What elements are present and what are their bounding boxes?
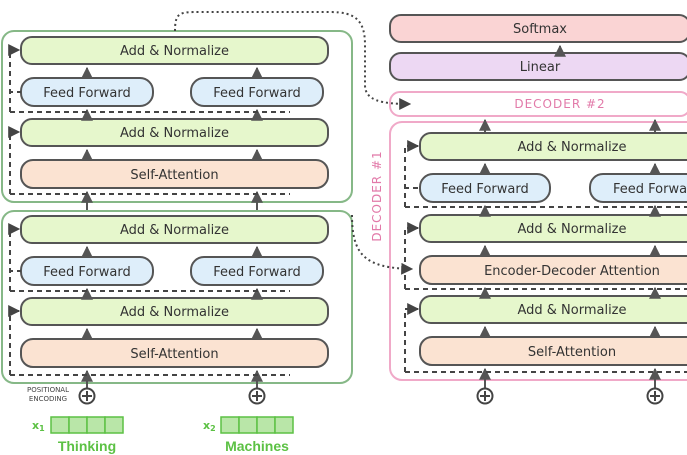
encoder-2-self-attention-label: Self-Attention [130,168,218,183]
encoder-1-residuals [8,223,290,376]
decoder-1-container [389,121,687,381]
encoder-2-self-attention [20,159,329,189]
encoder-2-residuals [8,44,290,195]
encoder-1-self-attention-label: Self-Attention [130,347,218,362]
encoder-1-add-normalize-mid-label: Add & Normalize [120,305,229,320]
decoder-1-self-attention-label: Self-Attention [528,345,616,360]
encoder-1-container [1,210,353,384]
encoder-2-add-normalize-mid-label: Add & Normalize [120,126,229,141]
decoder-positional-left [476,387,494,405]
decoder-1-encoder-decoder-attention [419,255,687,285]
encoder-1-self-attention [20,338,329,368]
decoder-1-label: DECODER #1 [370,150,384,241]
decoder-1-add-normalize-1-label: Add & Normalize [517,303,626,318]
encoder-2-feed-forward-right-label: Feed Forward [213,86,300,101]
decoder-1-add-normalize-2 [419,214,687,243]
encoder-1-add-normalize-top-label: Add & Normalize [120,223,229,238]
linear-box [389,52,687,81]
positional-encoding-right [248,387,266,405]
positional-encoding-label-2: ENCODING [29,395,67,403]
decoder-1-feed-forward-left-label: Feed Forward [441,182,528,197]
softmax-label: Softmax [513,22,567,37]
encoder-1-add-normalize-top [20,215,329,244]
encoder-2-add-normalize-mid [20,118,329,147]
x2-word: Machines [225,438,289,454]
encoder-1-feed-forward-right-label: Feed Forward [213,265,300,280]
encoder-2-feed-forward-left-label: Feed Forward [43,86,130,101]
decoder-positional-right [646,387,664,405]
decoder-1-self-attention [419,336,687,366]
x1-symbol: x1 [32,419,45,433]
encoder-2-add-normalize-top [20,36,329,65]
encoder-2-add-normalize-top-label: Add & Normalize [120,44,229,59]
decoder-1-add-normalize-top-label: Add & Normalize [517,140,626,155]
decoder-1-add-normalize-1 [419,295,687,324]
decoder-1-add-normalize-top [419,132,687,161]
decoder-1-add-normalize-2-label: Add & Normalize [517,222,626,237]
x2-embedding-vector [220,416,294,434]
decoder-1-arrows [479,118,661,388]
positional-encoding-label-1: POSITIONAL [27,386,69,394]
linear-label: Linear [520,60,561,75]
x2-symbol: x2 [203,419,216,433]
decoder-1-feed-forward-right-label: Feed Forward [613,182,687,197]
positional-encoding-left [78,387,96,405]
x1-embedding-vector [50,416,124,434]
decoder-1-encoder-decoder-attention-label: Encoder-Decoder Attention [484,264,660,279]
x1-word: Thinking [58,438,116,454]
encoder-1-feed-forward-left-label: Feed Forward [43,265,130,280]
encoder-1-add-normalize-mid [20,297,329,326]
encoder-2-container [1,30,353,203]
encoder-output-connections [174,11,414,275]
softmax-box [389,14,687,43]
decoder-2-box [389,91,687,117]
decoder-2-label: DECODER #2 [514,97,605,111]
